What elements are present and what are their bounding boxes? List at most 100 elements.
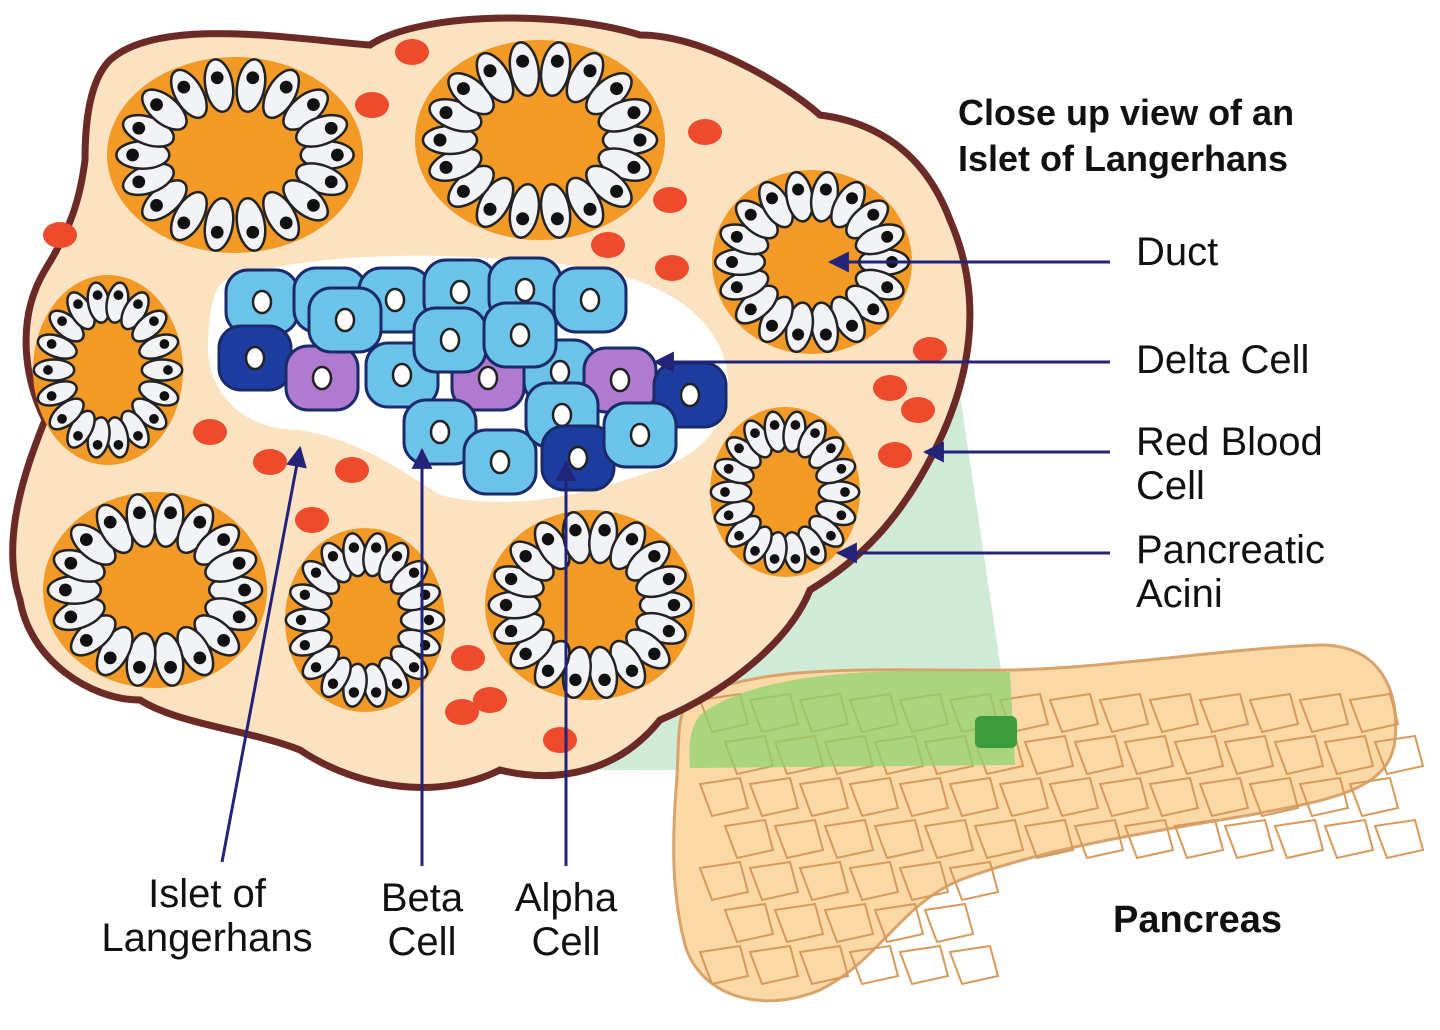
beta-cell bbox=[412, 306, 488, 374]
pancreas-lobule bbox=[1123, 734, 1175, 776]
pancreas-lobule bbox=[1023, 734, 1075, 776]
red-blood-cell-shape bbox=[451, 645, 485, 671]
pancreas-lobule bbox=[748, 776, 800, 818]
pancreas-lobule bbox=[1123, 818, 1175, 860]
acinus bbox=[284, 528, 446, 712]
label-delta-cell: Delta Cell bbox=[1136, 338, 1310, 382]
pancreas-lobule bbox=[1273, 818, 1325, 860]
pancreas-lobule bbox=[798, 944, 850, 986]
pancreas-lobule bbox=[848, 776, 900, 818]
beta-cell bbox=[462, 428, 538, 496]
pancreas-lobule bbox=[1098, 692, 1150, 734]
pancreas-lobule bbox=[773, 902, 825, 944]
red-blood-cell-shape bbox=[901, 397, 935, 423]
label-islet-of-langerhans: Islet of Langerhans bbox=[101, 872, 313, 960]
pancreas-lobule bbox=[723, 818, 775, 860]
pancreatic-acini bbox=[32, 40, 912, 712]
red-blood-cell-shape bbox=[653, 187, 687, 213]
pancreas-lobule bbox=[948, 944, 1000, 986]
pancreas-lobule bbox=[898, 860, 950, 902]
acinus bbox=[43, 492, 267, 688]
red-blood-cell-shape bbox=[335, 457, 369, 483]
pancreas-lobule bbox=[1323, 818, 1375, 860]
pancreas-lobule bbox=[1198, 776, 1250, 818]
label-pancreas: Pancreas bbox=[1113, 899, 1283, 941]
pancreas-lobule bbox=[1048, 692, 1100, 734]
red-blood-cell-shape bbox=[445, 699, 479, 725]
pancreas-lobule bbox=[948, 776, 1000, 818]
pancreas-lobule bbox=[823, 818, 875, 860]
acinus bbox=[712, 170, 912, 354]
pancreas-lobule bbox=[1373, 734, 1425, 776]
islet-arrow bbox=[220, 445, 307, 863]
pancreas-lobule bbox=[1348, 692, 1400, 734]
pancreas-lobule bbox=[848, 944, 900, 986]
pancreas-lobule bbox=[1073, 734, 1125, 776]
label-red-blood-cell: Red Blood Cell bbox=[1136, 420, 1323, 508]
pancreas-lobule bbox=[748, 944, 800, 986]
red-blood-cell-shape bbox=[913, 337, 947, 363]
pancreas-lobule bbox=[698, 944, 750, 986]
pancreas-lobule bbox=[1223, 818, 1275, 860]
acinus bbox=[485, 510, 695, 700]
pancreas-lobule bbox=[1373, 818, 1425, 860]
pancreas-lobule bbox=[1248, 776, 1300, 818]
pancreas-lobule bbox=[948, 860, 1000, 902]
beta-cell bbox=[224, 268, 300, 336]
pancreas-lobule bbox=[898, 944, 950, 986]
alpha-cell bbox=[217, 324, 293, 392]
tissue-closeup bbox=[9, 14, 974, 791]
pancreas-lobule bbox=[1223, 734, 1275, 776]
pancreas-lobule bbox=[923, 902, 975, 944]
red-blood-cell-shape bbox=[295, 507, 329, 533]
pancreas-lobule bbox=[1098, 776, 1150, 818]
red-blood-cell-shape bbox=[355, 92, 389, 118]
pancreas-organ bbox=[672, 643, 1425, 1003]
pancreas-lobule bbox=[1173, 818, 1225, 860]
islet-of-langerhans bbox=[207, 255, 729, 503]
red-blood-cell-shape bbox=[543, 727, 577, 753]
pancreas-lobule bbox=[798, 860, 850, 902]
pancreas-lobule bbox=[773, 818, 825, 860]
pancreas-lobule bbox=[1198, 692, 1250, 734]
pancreas-lobule bbox=[698, 860, 750, 902]
acinus bbox=[415, 40, 665, 240]
label-pancreatic-acini: Pancreatic Acini bbox=[1136, 528, 1325, 616]
beta-cell bbox=[602, 401, 678, 469]
pancreas-lobule bbox=[748, 860, 800, 902]
pancreas-lobule bbox=[1273, 734, 1325, 776]
pancreas-lobule bbox=[998, 776, 1050, 818]
pancreas-lobule bbox=[873, 902, 925, 944]
red-blood-cell-shape bbox=[591, 232, 625, 258]
label-beta-cell: Beta Cell bbox=[380, 876, 464, 964]
pancreas-lobule bbox=[1048, 776, 1100, 818]
pancreas-lobule bbox=[1298, 692, 1350, 734]
leader-arrows bbox=[220, 251, 1110, 866]
pancreas-lobule bbox=[1148, 692, 1200, 734]
beta-cell bbox=[552, 266, 628, 334]
pancreas-lobule bbox=[923, 818, 975, 860]
pancreas-lobule bbox=[1148, 776, 1200, 818]
acinus bbox=[107, 57, 363, 253]
label-duct: Duct bbox=[1136, 230, 1219, 274]
pancreas-lobule bbox=[1248, 692, 1300, 734]
pancreas-lobule bbox=[1073, 818, 1125, 860]
pancreas-lobule bbox=[1323, 734, 1375, 776]
pancreas-lobule bbox=[723, 902, 775, 944]
pancreas-lobule bbox=[1348, 776, 1400, 818]
red-blood-cell-shape bbox=[193, 419, 227, 445]
pancreas-highlight-region bbox=[689, 670, 1015, 768]
acinus bbox=[32, 275, 184, 465]
red-blood-cell-shape bbox=[395, 39, 429, 65]
beta-cell bbox=[307, 286, 383, 354]
pancreas-lobule bbox=[898, 776, 950, 818]
red-blood-cell-shape bbox=[473, 687, 507, 713]
red-blood-cell-shape bbox=[688, 119, 722, 145]
pancreas-lobule bbox=[798, 776, 850, 818]
pancreas-lobule bbox=[1173, 734, 1225, 776]
beta-cell bbox=[482, 301, 558, 369]
acinus bbox=[709, 407, 861, 577]
red-blood-cell-shape bbox=[253, 449, 287, 475]
